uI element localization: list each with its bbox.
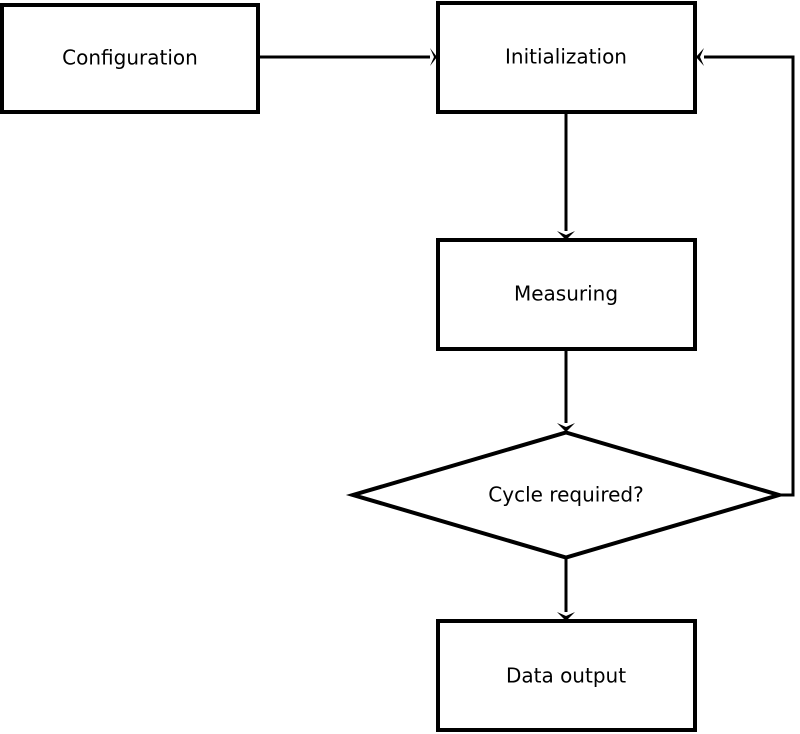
edge-initialization-to-measuring xyxy=(557,112,575,240)
node-initialization[interactable]: Initialization xyxy=(436,1,697,114)
arrow-head-icon xyxy=(557,231,575,240)
edge-cycle-required-to-data-output xyxy=(557,557,575,621)
arrow-head-icon xyxy=(557,612,575,621)
edge-cycle-required-to-initialization xyxy=(696,48,795,497)
node-configuration[interactable]: Configuration xyxy=(0,3,260,114)
arrow-head-icon xyxy=(696,48,704,66)
node-initialization-label: Initialization xyxy=(505,45,627,69)
node-cycle-required[interactable]: Cycle required? xyxy=(345,430,787,560)
node-configuration-label: Configuration xyxy=(62,46,198,70)
arrow-head-icon xyxy=(430,48,437,66)
node-measuring-label: Measuring xyxy=(514,282,618,306)
node-measuring-shape[interactable] xyxy=(436,238,697,351)
edge-measuring-to-cycle-required xyxy=(557,349,575,432)
arrow-head-icon xyxy=(557,423,575,432)
node-data-output-label: Data output xyxy=(506,664,626,688)
node-cycle-required-shape[interactable] xyxy=(345,430,787,560)
edge-line xyxy=(704,55,795,497)
node-initialization-shape[interactable] xyxy=(436,1,697,114)
node-data-output[interactable]: Data output xyxy=(436,619,697,732)
node-configuration-shape[interactable] xyxy=(0,3,260,114)
edge-configuration-to-initialization xyxy=(258,48,437,66)
node-measuring[interactable]: Measuring xyxy=(436,238,697,351)
node-cycle-required-label: Cycle required? xyxy=(488,483,643,507)
node-data-output-shape[interactable] xyxy=(436,619,697,732)
